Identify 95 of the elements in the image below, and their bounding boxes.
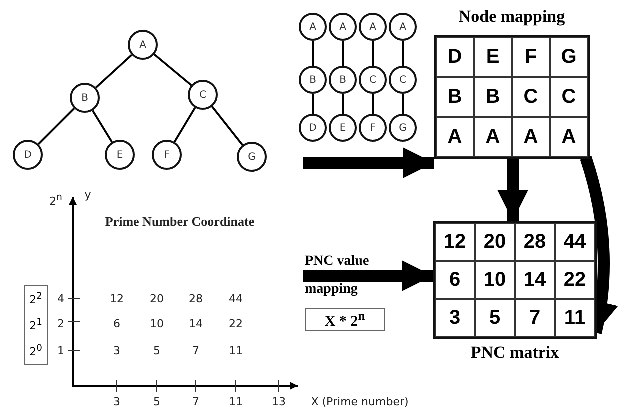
- table-cell: E: [474, 37, 512, 77]
- table-cell: 22: [555, 261, 595, 299]
- tick-label: 13: [272, 396, 286, 408]
- table-cell: 7: [515, 299, 555, 337]
- value-label: 12: [110, 292, 124, 306]
- table-cell: 6: [435, 261, 475, 299]
- connector-line: [402, 94, 404, 114]
- connector-line: [38, 108, 76, 146]
- formula-box: [305, 308, 385, 331]
- table-cell: F: [512, 37, 550, 77]
- node-circle: B: [70, 83, 100, 113]
- table-cell: C: [550, 77, 588, 117]
- node-circle: D: [13, 140, 43, 170]
- connector-line: [372, 41, 374, 66]
- node-circle: F: [152, 140, 182, 170]
- node-circle: A: [128, 30, 158, 60]
- table-cell: A: [436, 117, 474, 157]
- tick-label: 2: [58, 318, 64, 330]
- connector-line: [154, 54, 192, 86]
- node-circle: G: [237, 142, 267, 172]
- value-label: 3: [114, 344, 120, 358]
- table-cell: 14: [515, 261, 555, 299]
- block-arrow: [303, 260, 433, 292]
- axis-label: y: [84, 188, 92, 202]
- table-cell: 28: [515, 223, 555, 261]
- axis-label: 2$^{n}$: [50, 192, 62, 208]
- node-circle: C: [359, 66, 387, 94]
- connector-line: [92, 110, 113, 143]
- value-label: 44: [229, 292, 243, 306]
- connector-line: [312, 94, 314, 114]
- node-circle: A: [299, 13, 327, 41]
- node-circle: E: [105, 140, 135, 170]
- connector-line: [342, 41, 344, 66]
- node-circle: G: [389, 114, 417, 142]
- table-cell: A: [550, 117, 588, 157]
- connector-line: [174, 107, 196, 143]
- table-cell: C: [512, 77, 550, 117]
- value-label: 5: [154, 344, 160, 358]
- value-label: 28: [189, 292, 203, 306]
- table-cell: 3: [435, 299, 475, 337]
- value-label: 11: [229, 344, 243, 358]
- table-cell: 5: [475, 299, 515, 337]
- table-title: Node mapping: [458, 7, 566, 27]
- tick-label: 5: [154, 396, 160, 408]
- table-cell: 12: [435, 223, 475, 261]
- table-cell: 10: [475, 261, 515, 299]
- value-label: 10: [150, 318, 164, 330]
- tick-label: 1: [58, 344, 64, 358]
- node-circle: A: [359, 13, 387, 41]
- value-label: 6: [114, 318, 120, 330]
- block-arrow: [303, 147, 434, 179]
- table-cell: B: [436, 77, 474, 117]
- node-circle: C: [188, 80, 218, 110]
- node-circle: A: [389, 13, 417, 41]
- table-cell: A: [474, 117, 512, 157]
- table-cell: B: [474, 77, 512, 117]
- node-circle: D: [299, 114, 327, 142]
- block-arrow: [580, 156, 618, 334]
- node-circle: E: [329, 114, 357, 142]
- exponent-text: 2$^{1}$: [30, 317, 42, 333]
- matrix-table: [436, 7, 588, 157]
- exponent-box: [24, 285, 48, 365]
- connector-line: [212, 106, 244, 146]
- table-cell: 11: [555, 299, 595, 337]
- block-arrow: [497, 158, 529, 221]
- table-cell: D: [436, 37, 474, 77]
- value-label: 20: [150, 292, 164, 306]
- value-label: 14: [189, 318, 203, 330]
- formula-text: X * 2$^{n}$: [324, 308, 366, 330]
- node-circle: A: [329, 13, 357, 41]
- connector-line: [342, 94, 344, 114]
- chart-title: Prime Number Coordinate: [105, 214, 255, 230]
- node-circle: B: [299, 66, 327, 94]
- exponent-text: 2$^{0}$: [30, 343, 42, 359]
- value-label: 22: [229, 318, 243, 330]
- tick-label: 11: [229, 396, 243, 408]
- table-title: PNC matrix: [470, 343, 560, 363]
- table-cell: 20: [475, 223, 515, 261]
- connector-line: [312, 41, 314, 66]
- axis-label: X (Prime number): [311, 396, 409, 408]
- table-cell: 44: [555, 223, 595, 261]
- edge-label: PNC value mapping: [305, 253, 370, 299]
- connector-line: [372, 94, 374, 114]
- node-circle: C: [389, 66, 417, 94]
- tick-label: 3: [114, 396, 120, 408]
- table-cell: A: [512, 117, 550, 157]
- tick-label: 4: [58, 292, 64, 306]
- exponent-text: 2$^{2}$: [30, 291, 42, 307]
- value-label: 7: [192, 344, 200, 358]
- tick-label: 7: [192, 396, 200, 408]
- table-cell: G: [550, 37, 588, 77]
- node-circle: B: [329, 66, 357, 94]
- connector-line: [402, 41, 404, 66]
- node-circle: F: [359, 114, 387, 142]
- connector-line: [95, 54, 133, 89]
